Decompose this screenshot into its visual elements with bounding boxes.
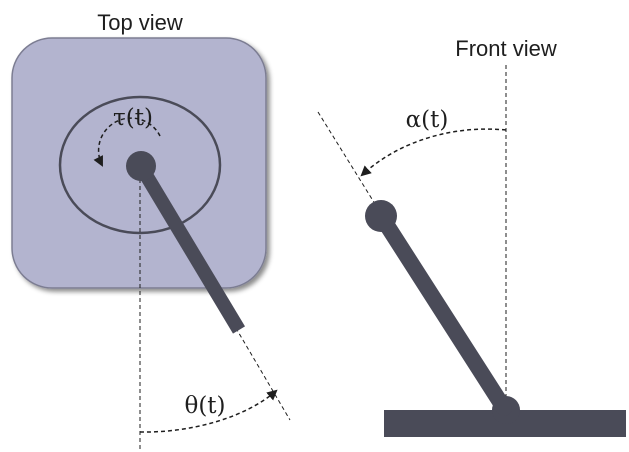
top-view: Top view τ(t) θ(t)	[11, 10, 291, 450]
theta-arrow	[139, 389, 278, 433]
theta-label: θ(t)	[184, 393, 225, 419]
top-view-pivot	[126, 151, 156, 181]
front-view-rod	[373, 208, 512, 416]
alpha-label: α(t)	[406, 107, 449, 133]
top-view-title: Top view	[97, 10, 183, 35]
torque-arrow	[93, 117, 161, 167]
front-view: Front view α(t)	[317, 36, 626, 437]
front-view-rod-axis-line	[317, 111, 381, 213]
top-view-rotation-circle	[58, 95, 222, 235]
torque-label: τ(t)	[113, 105, 153, 131]
front-view-title: Front view	[455, 36, 557, 61]
front-view-top-pivot	[365, 200, 397, 232]
alpha-arrow	[360, 128, 507, 177]
top-view-rod	[133, 161, 246, 334]
